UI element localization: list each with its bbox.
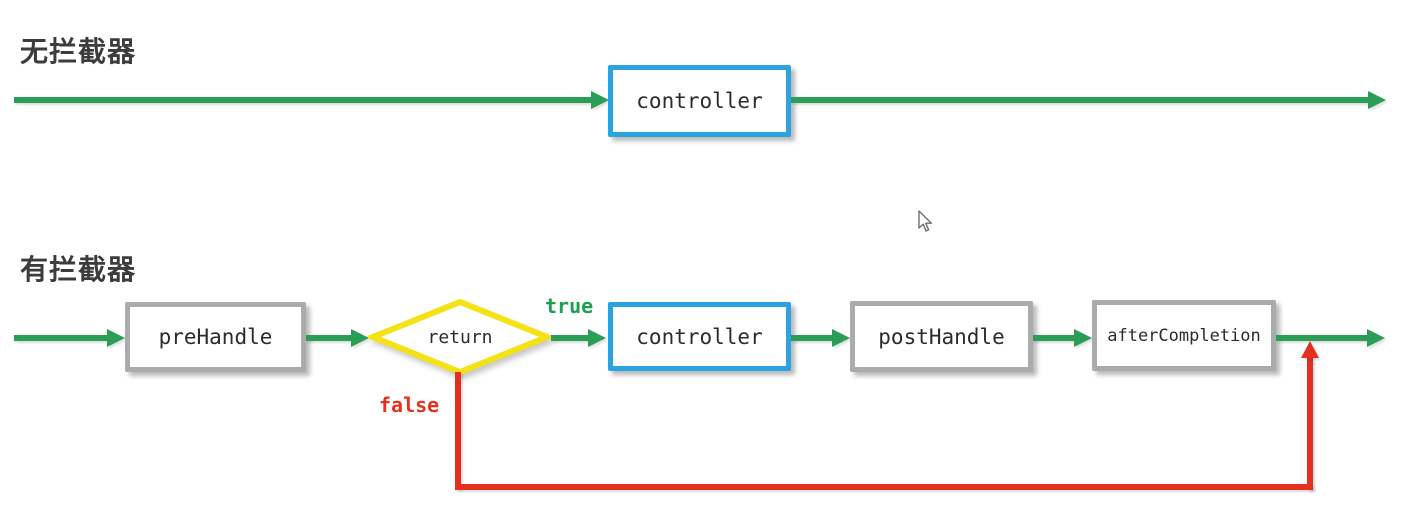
return-decision-diamond: return [364,298,556,376]
flow-line [551,335,589,341]
flow-line [791,97,1368,103]
diamond-shape-icon [364,298,556,376]
arrow-right-icon [1074,329,1092,347]
controller-label: controller [636,324,763,349]
flow-line [1276,335,1368,341]
arrow-right-icon [832,329,850,347]
arrow-right-icon [107,329,125,347]
flow-line [14,97,591,103]
false-path-line [455,372,461,489]
posthandle-box: postHandle [850,301,1033,372]
aftercompletion-label: afterCompletion [1107,325,1261,346]
arrow-right-icon [1367,329,1385,347]
mouse-cursor-icon [918,210,933,232]
controller-box-bottom: controller [608,302,791,371]
controller-label: controller [636,89,763,113]
controller-box-top: controller [608,65,791,137]
prehandle-label: preHandle [158,325,273,349]
arrow-right-icon [588,329,606,347]
arrow-right-icon [591,91,609,109]
prehandle-box: preHandle [125,302,306,372]
false-path-line [455,484,1313,490]
arrow-right-icon [351,329,369,347]
flow-line [791,335,833,341]
heading-no-interceptor: 无拦截器 [20,36,137,67]
false-branch-label: false [379,393,440,417]
heading-with-interceptor: 有拦截器 [20,254,137,285]
decision-label: return [427,326,493,348]
arrow-up-icon [1301,341,1319,358]
aftercompletion-box: afterCompletion [1092,300,1276,371]
false-path-line [1307,355,1313,490]
posthandle-label: postHandle [878,324,1005,349]
flow-line [14,335,108,341]
flow-line [1033,335,1075,341]
flow-line [306,335,352,341]
true-branch-label: true [545,294,594,318]
arrow-right-icon [1368,91,1386,109]
